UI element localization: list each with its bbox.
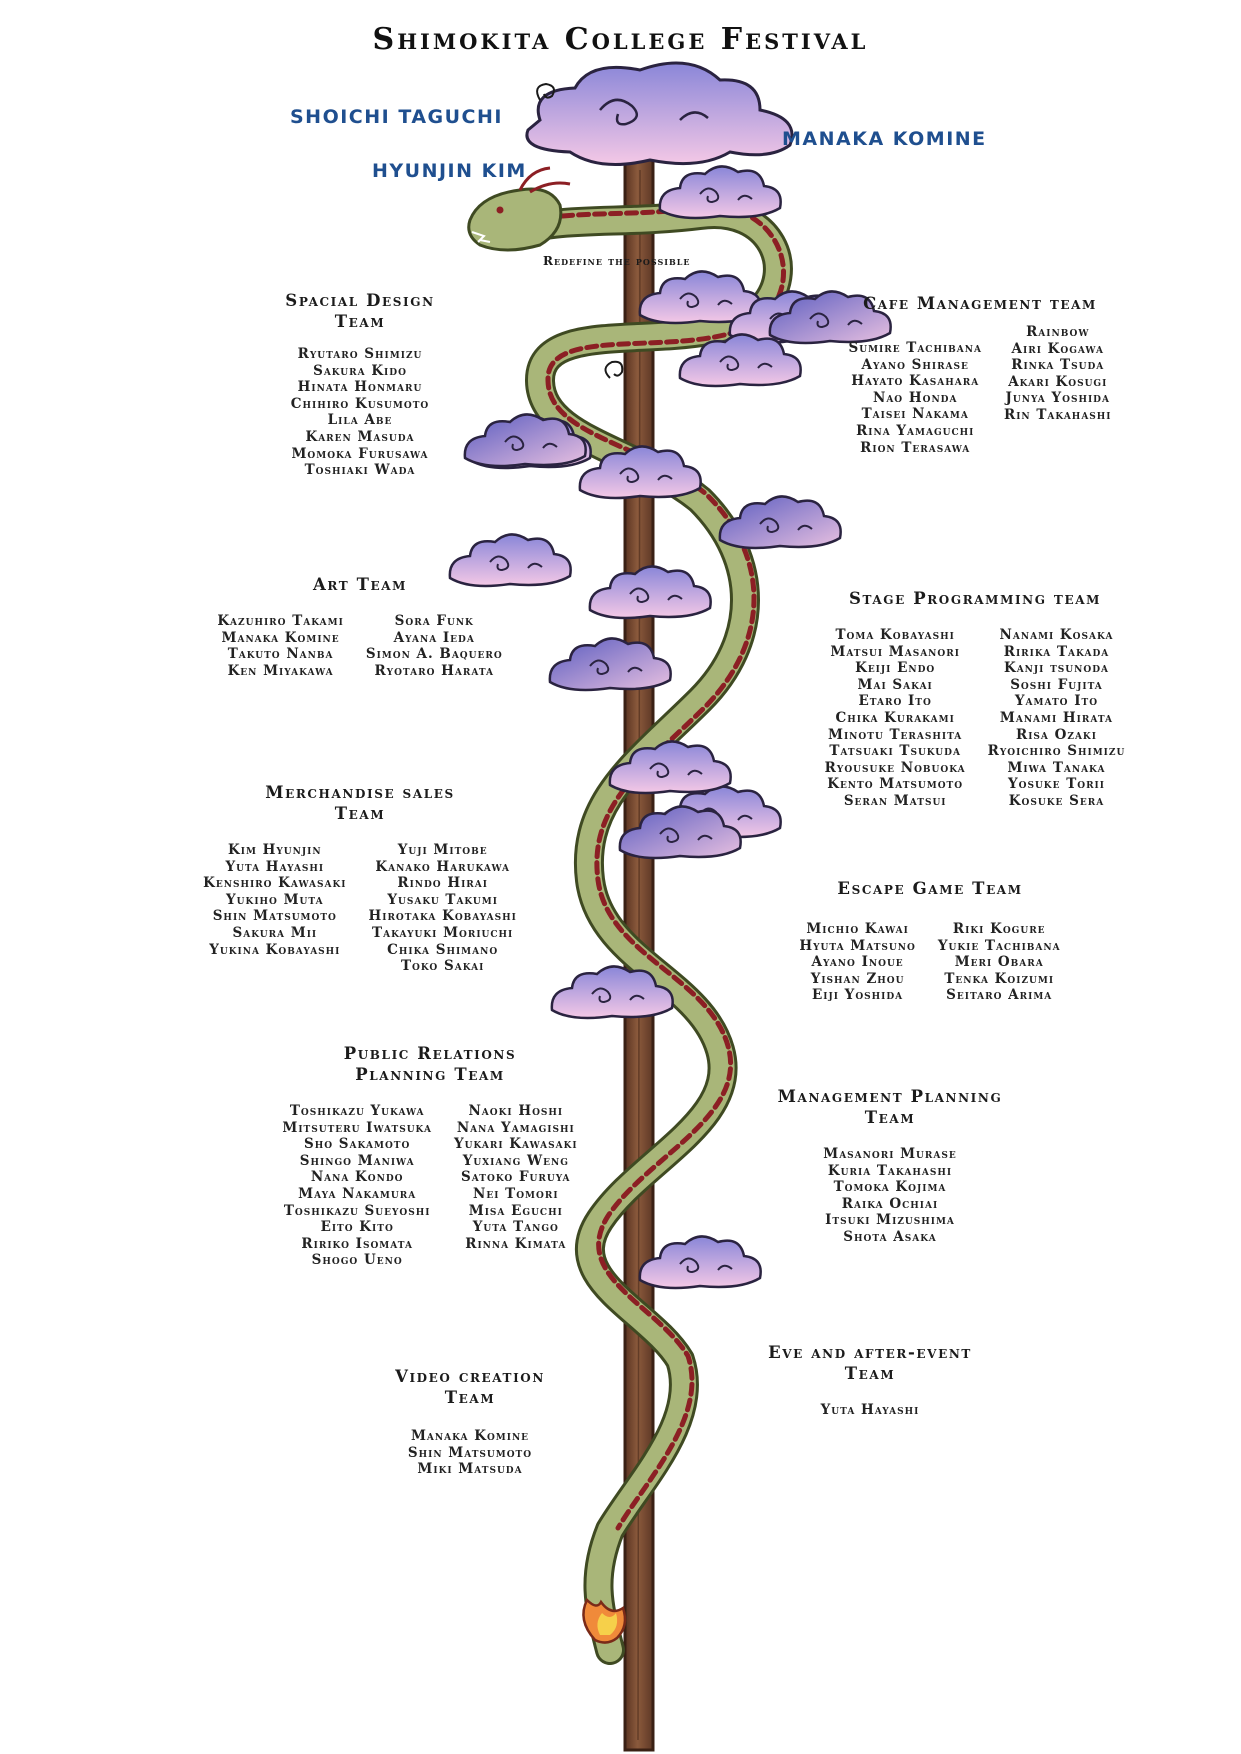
team-heading: Merchandise sales Team	[265, 783, 455, 823]
member-list: Yuta Hayashi	[820, 1402, 920, 1418]
spiral-swirl-icon	[604, 360, 624, 379]
flame-tail-icon	[582, 1597, 627, 1644]
leader-name-1: SHOICHI TAGUCHI	[290, 106, 503, 128]
spiral-swirl-icon	[536, 82, 555, 101]
team-heading: Cafe Management team	[863, 294, 1097, 313]
team-public-relations: Public Relations Planning Team Toshikazu…	[240, 1043, 620, 1269]
team-heading: Public Relations Planning Team	[343, 1044, 517, 1084]
team-management-planning: Management Planning Team Masanori Murase…	[740, 1086, 1040, 1246]
team-heading: Spacial Design Team	[285, 291, 435, 331]
leader-name-2: HYUNJIN KIM	[372, 160, 527, 182]
leader-name-3: MANAKA KOMINE	[782, 128, 987, 150]
team-heading: Management Planning Team	[777, 1087, 1003, 1127]
page-title: Shimokita College Festival	[372, 22, 869, 57]
dragon-head-icon	[467, 166, 571, 252]
team-heading: Eve and after-event Team	[768, 1343, 972, 1383]
team-heading: Stage Programming team	[848, 589, 1101, 608]
team-heading: Art Team	[312, 575, 408, 594]
top-cloud-icon	[525, 61, 794, 166]
team-heading: Video creation Team	[395, 1367, 545, 1407]
motto: Redefine the possible	[543, 254, 691, 268]
team-heading: Escape Game Team	[837, 879, 1023, 898]
team-eve-after-event: Eve and after-event Team Yuta Hayashi	[730, 1342, 1010, 1419]
